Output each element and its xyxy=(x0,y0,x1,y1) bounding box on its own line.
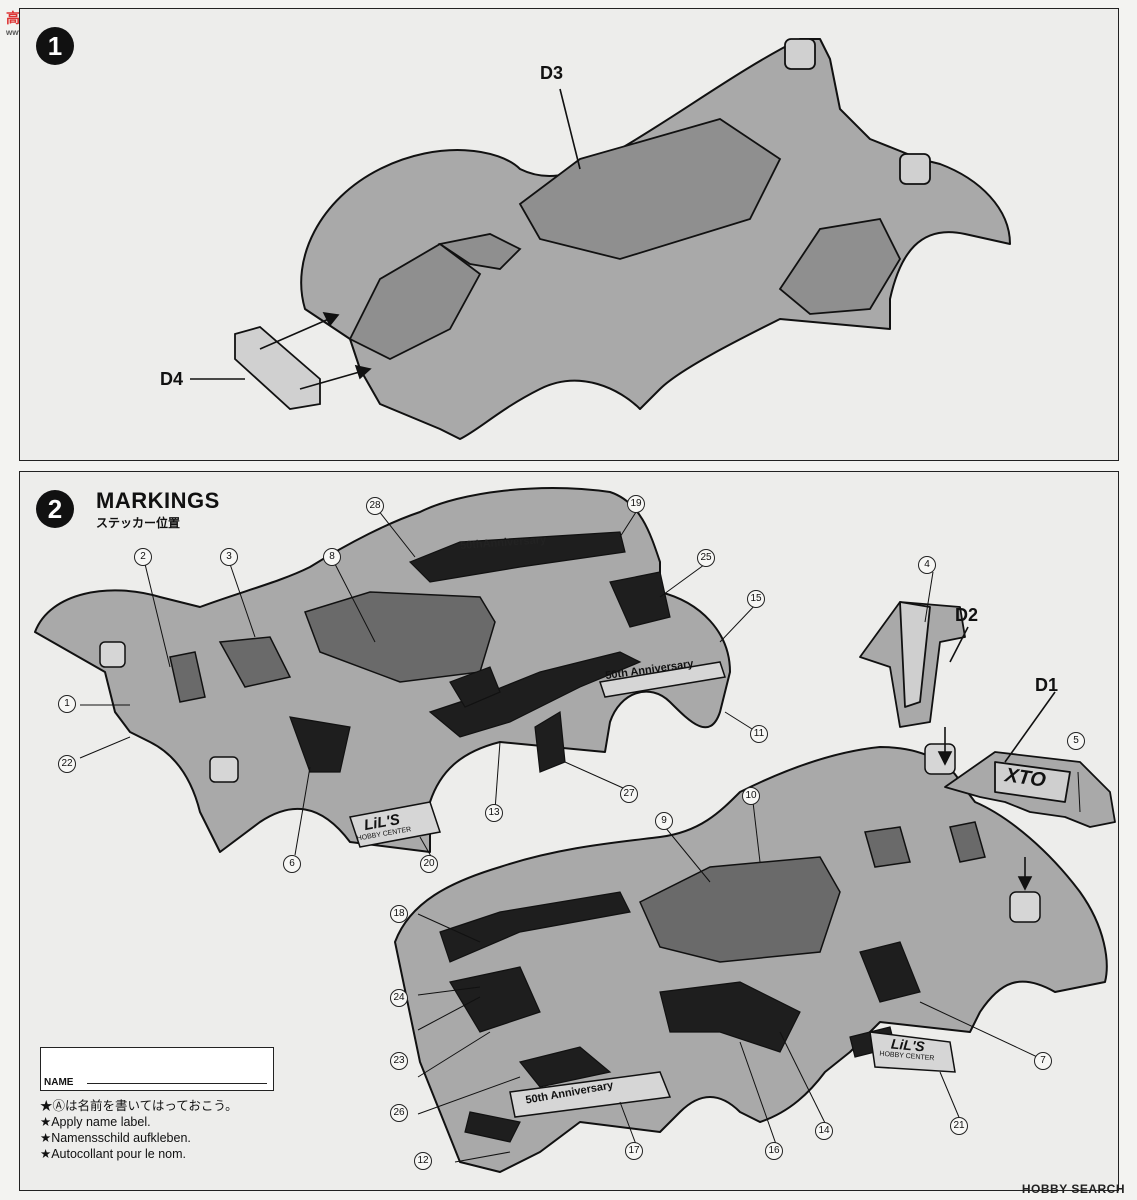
step-subtitle: ステッカー位置 xyxy=(96,516,181,530)
marker-28: 28 xyxy=(366,497,384,515)
part-label-d2: D2 xyxy=(955,605,979,625)
marker-14: 14 xyxy=(815,1122,833,1140)
marker-15: 15 xyxy=(747,590,765,608)
markings-illustration xyxy=(34,487,1116,1173)
marker-2: 2 xyxy=(134,548,152,566)
marker-13: 13 xyxy=(485,804,503,822)
name-write-line xyxy=(87,1083,267,1084)
step-number-1: 1 xyxy=(36,27,74,65)
marker-27: 27 xyxy=(620,785,638,803)
marker-25: 25 xyxy=(697,549,715,567)
marker-1: 1 xyxy=(58,695,76,713)
part-label-d3: D3 xyxy=(540,63,564,83)
marker-10: 10 xyxy=(742,787,760,805)
step-title: MARKINGS xyxy=(96,488,220,513)
note-german: ★Namensschild aufkleben. xyxy=(40,1131,191,1145)
marker-26: 26 xyxy=(390,1104,408,1122)
marker-11: 11 xyxy=(750,725,768,743)
marker-5: 5 xyxy=(1067,732,1085,750)
marker-20: 20 xyxy=(420,855,438,873)
part-label-d4: D4 xyxy=(160,369,184,389)
decal-lils-right: LiL'S HOBBY CENTER xyxy=(879,1035,936,1063)
marker-19: 19 xyxy=(627,495,645,513)
marker-18: 18 xyxy=(390,905,408,923)
note-japanese: ★Ⓐは名前を書いてはっておこう。 xyxy=(40,1099,238,1113)
marker-21: 21 xyxy=(950,1117,968,1135)
marker-7: 7 xyxy=(1034,1052,1052,1070)
marker-22: 22 xyxy=(58,755,76,773)
step-2-panel: 2 MARKINGS ステッカー位置 xyxy=(19,471,1119,1191)
marker-17: 17 xyxy=(625,1142,643,1160)
body-assembly-illustration xyxy=(190,38,1011,440)
note-english: ★Apply name label. xyxy=(40,1115,151,1129)
marker-8: 8 xyxy=(323,548,341,566)
marker-16: 16 xyxy=(765,1142,783,1160)
name-label-box: NAME xyxy=(40,1047,274,1091)
watermark-bottom: HOBBY SEARCH xyxy=(1021,1182,1125,1196)
name-label-notes: ★Ⓐは名前を書いてはっておこう。 ★Apply name label. ★Nam… xyxy=(40,1098,238,1162)
marker-24: 24 xyxy=(390,989,408,1007)
marker-4: 4 xyxy=(918,556,936,574)
step-1-panel: 1 D3 D4 xyxy=(19,8,1119,461)
note-french: ★Autocollant pour le nom. xyxy=(40,1147,187,1161)
marker-6: 6 xyxy=(283,855,301,873)
marker-23: 23 xyxy=(390,1052,408,1070)
step-number-2: 2 xyxy=(36,490,74,528)
marker-9: 9 xyxy=(655,812,673,830)
marker-3: 3 xyxy=(220,548,238,566)
name-label-text: NAME xyxy=(44,1077,74,1088)
part-label-d1: D1 xyxy=(1035,675,1059,695)
marker-12: 12 xyxy=(414,1152,432,1170)
